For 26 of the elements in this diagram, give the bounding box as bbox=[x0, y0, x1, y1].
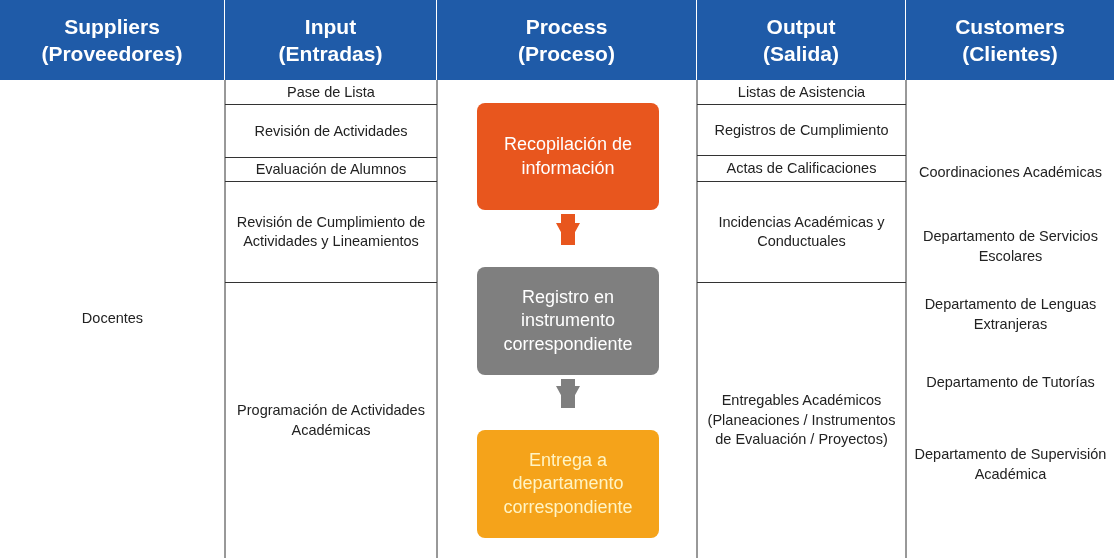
column-header: Customers (Clientes) bbox=[954, 13, 1066, 67]
cell-text: Departamento de Supervisión Académica bbox=[913, 445, 1108, 484]
cell-text: Departamento de Lenguas Extranjeras bbox=[923, 295, 1098, 334]
table-cell-text: Revisión de Cumplimiento de Actividades y Lineamientos bbox=[235, 213, 427, 251]
table-cell-text: Listas de Asistencia bbox=[737, 82, 866, 102]
table-cell-text: Evaluación de Alumnos bbox=[255, 160, 407, 179]
table-cell-text: Revisión de Actividades bbox=[254, 121, 408, 141]
cell-text: Coordinaciones Académicas bbox=[919, 163, 1102, 183]
table-cell-text: Actas de Calificaciones bbox=[726, 159, 877, 178]
cell-text: Docentes bbox=[81, 309, 144, 329]
process-box: Entrega a departamento correspondiente bbox=[477, 430, 659, 538]
table-cell-text: Registros de Cumplimiento bbox=[714, 120, 889, 140]
table-cell-text: Pase de Lista bbox=[287, 82, 375, 102]
column-header: Suppliers (Proveedores) bbox=[40, 13, 184, 67]
cell-text: Programación de Actividades Académicas bbox=[236, 400, 426, 440]
cell-text: Departamento de Servicios Escolares bbox=[922, 227, 1099, 266]
process-box: Recopilación de información bbox=[477, 103, 659, 210]
cell-text: Departamento de Tutorías bbox=[926, 373, 1095, 393]
column-header: Output (Salida) bbox=[762, 13, 840, 67]
table-cell-text: Incidencias Académicas y Conductuales bbox=[717, 213, 886, 251]
block-arrow bbox=[556, 214, 580, 245]
column-header: Input (Entradas) bbox=[277, 13, 384, 67]
cell-text: Entregables Académicos (Planeaciones / Instrumentos de Evaluación / Proyectos) bbox=[706, 391, 897, 450]
process-box: Registro en instrumento correspondiente bbox=[477, 267, 659, 375]
block-arrow bbox=[556, 379, 580, 408]
column-header: Process (Proceso) bbox=[517, 13, 616, 67]
